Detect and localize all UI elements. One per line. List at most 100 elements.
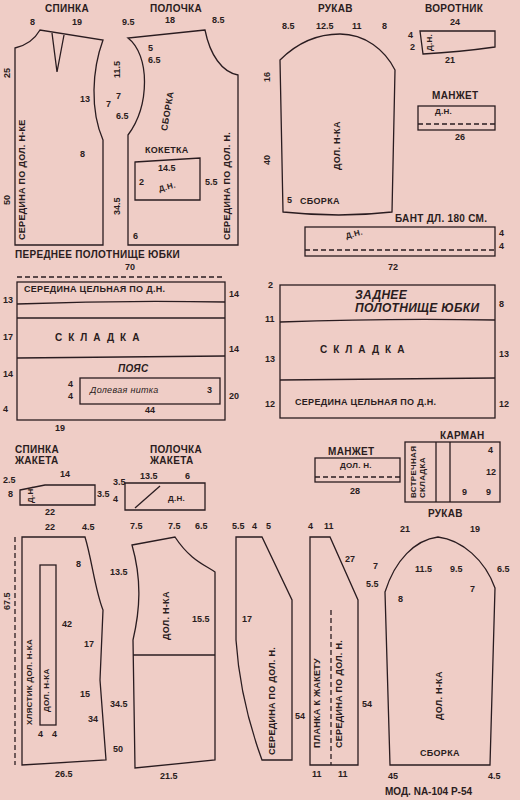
pattern-outline [280,34,395,215]
pattern-piece: БАНТ ДЛ. 180 СМ.Д.Н. [300,212,505,260]
dimension: 45 [388,772,398,782]
piece-marking: СЕРЕДИНА ПО ДОЛ. Н-КЕ [18,119,28,240]
dimension: 34.5 [113,197,123,215]
piece-marking: ДОЛ. Н-КА [435,671,445,720]
dimension: 7 [116,92,121,102]
pattern-piece: КОКЕТКАД.Н. [132,145,204,203]
pattern-piece: ПЛАНКА К ЖАКЕТУСЕРЕДИНА ПО ДОЛ. Н. [303,515,365,777]
dimension: 7 [106,100,111,110]
pattern-piece: ДОЛ. Н-КА [108,515,220,777]
dimension: 5 [287,196,292,206]
piece-title: ДОЛ. Н-КА [162,591,172,640]
dimension: 9 [486,488,491,498]
pattern-piece: ЗАДНЕЕ ПОЛОТНИЩЕ ЮБКИ СКЛАДКА СЕРЕДИНА ЦЕЛ… [262,278,512,423]
dimension: 27 [345,555,355,565]
dimension: 54 [362,700,372,710]
dimension: 6 [185,472,190,482]
piece-title: ЗАДНЕЕ ПОЛОТНИЩЕ ЮБКИ [355,289,485,315]
dimension: 40 [263,155,273,165]
dimension: 13 [499,350,509,360]
piece-marking: СЕРЕДИНА ЦЕЛЬНАЯ ПО Д.Н. [24,285,165,295]
piece-title: ПОЛОЧКА [150,3,202,14]
pattern-outline [132,537,215,768]
dimension: 19 [470,525,480,535]
dimension: 28 [350,487,360,497]
dimension: 4 [499,242,504,252]
piece-title: СПИНКА [45,3,89,14]
dimension: 3.5 [113,478,126,488]
piece-marking: СЕРЕДИНА ЦЕЛЬНАЯ ПО Д.Н. [295,398,436,408]
piece-title: ПЛАНКА К ЖАКЕТУ [313,658,323,748]
dimension: 4 [113,495,118,505]
dimension: 8 [382,22,387,32]
pattern-outline [15,30,103,245]
fold-line [305,249,495,250]
dimension: 50 [3,195,13,205]
dimension: 17 [242,615,252,625]
pattern-piece: РУКАВ ДОЛ. Н-КА СБОРКА [262,2,402,220]
dimension: 12 [486,468,496,478]
dimension: 21 [400,525,410,535]
dimension: 2 [410,43,415,53]
pattern-piece: СПИНКА СЕРЕДИНА ПО ДОЛ. Н-КЕ [12,2,112,247]
pattern-outline [22,537,106,765]
dimension: 4 [68,380,73,390]
dimension: 17 [84,640,94,650]
pleat-line [280,378,495,380]
dimension: 13 [265,355,275,365]
piece-marking: ДОЛ. Н-КА [333,121,343,170]
dimension: 50 [113,745,123,755]
piece-title: КАРМАН [440,430,484,441]
dimension: 7 [373,562,378,572]
dimension: 18 [165,16,175,26]
piece-marking: Д.Н. [27,486,36,503]
dimension: 11.5 [415,565,432,575]
dimension: 5 [266,522,271,532]
dimension: 4 [308,522,313,532]
piece-title: РУКАВ [318,3,353,14]
pattern-outline [385,537,495,765]
dimension: 8.5 [282,22,295,32]
pattern-outline [420,31,495,54]
piece-title: СПИНКА ЖАКЕТА [15,444,75,466]
dimension: 7.5 [168,522,181,532]
piece-title: ХЛЯСТИК ДОЛ. Н-КА [26,639,35,725]
dimension: 5.5 [205,178,218,188]
dimension: 11.5 [113,61,123,78]
pleat-line [17,301,225,304]
dimension: 4 [408,31,413,41]
dimension: 2 [139,178,144,188]
piece-title: ПОЯС [118,363,148,374]
piece-marking: СЕРЕДИНА ПО ДОЛ. Н. [223,132,233,240]
piece-marking: СКЛАДКА [320,344,410,355]
dimension: 4 [488,446,493,456]
piece-title: КОКЕТКА [145,146,189,156]
dimension: 26.5 [55,770,73,780]
pattern-outline [135,158,200,200]
pattern-piece: КОКЕТКАД.Н.ПОЛОЧКАСБОРКАСЕРЕДИНА ПО ДОЛ.… [115,2,240,247]
piece-title: МАНЖЕТ [432,90,478,101]
model-number: МОД. NA-104 Р-54 [385,786,472,797]
piece-marking: Д.Н. [168,495,185,504]
pattern-outline [40,565,56,725]
piece-marking: Д.Н. [435,108,452,117]
pattern-outline [17,282,225,420]
dimension: 4 [499,229,504,239]
pleat-line [435,442,436,502]
dimension: 11 [338,770,348,780]
pleat-line [280,319,495,322]
piece-marking: Долевая нитка [90,386,159,396]
dimension: 15.5 [192,615,210,625]
dimension: 12 [499,400,509,410]
dimension: 4.5 [82,523,95,533]
dimension: 2.5 [3,476,16,486]
dimension: 8 [80,150,85,160]
piece-marking: СКЛАДКА [55,332,145,343]
dimension: 11 [324,522,334,532]
dimension: 8 [499,300,504,310]
piece-marking: СБОРКА [300,197,340,207]
dimension: 13.5 [140,472,158,482]
pleat-line [449,442,450,502]
pattern-outline [310,537,358,765]
